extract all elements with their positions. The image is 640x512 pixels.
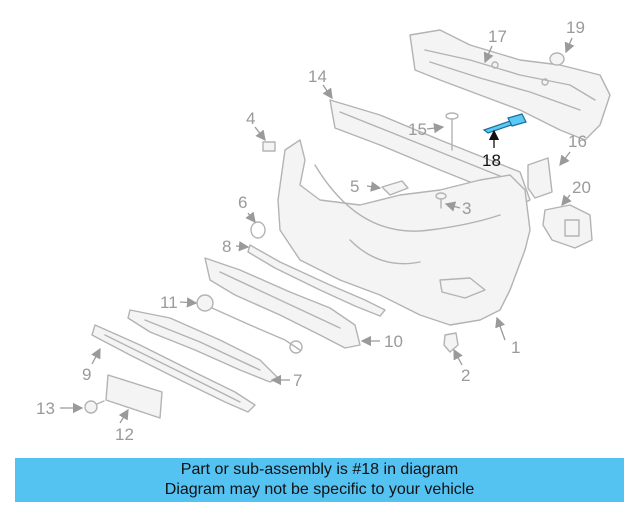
callout-6: 6 [238,193,247,212]
caption-line-2: Diagram may not be specific to your vehi… [164,481,475,498]
part-18-fastener [482,113,527,134]
callout-17: 17 [488,27,507,46]
part-10-lower-grille [204,257,361,349]
part-4-clip [262,141,276,152]
callout-3: 3 [462,199,471,218]
caption-line-1: Part or sub-assembly is #18 in diagram [180,461,459,478]
callout-14: 14 [308,67,327,86]
callout-4: 4 [246,109,255,128]
callout-11: 11 [160,293,178,312]
callout-20: 20 [572,178,591,197]
parts-diagram: 1 2 3 4 5 6 7 8 9 10 11 12 13 14 15 16 1… [36,18,611,444]
part-5-cover [381,180,409,196]
part-12-license-bracket [105,374,163,419]
part-2-clip [443,332,459,353]
callout-5: 5 [350,177,359,196]
callout-9: 9 [82,365,91,384]
callout-7: 7 [293,371,302,390]
callout-19: 19 [566,18,585,37]
part-7-lower-grille [127,309,279,383]
part-17-upper-support [409,29,611,141]
part-3-screw [435,192,447,209]
callout-13: 13 [36,399,55,418]
part-11-fog-trim [196,294,303,354]
part-1-bumper-cover [277,139,531,326]
part-19-clip [549,52,565,66]
callout-12: 12 [115,425,134,444]
callout-lines [60,37,575,424]
callout-15: 15 [408,120,427,139]
caption-banner: Part or sub-assembly is #18 in diagram D… [15,458,624,502]
part-15-pin [445,112,459,151]
part-8-grille-strip [247,244,386,317]
callout-10: 10 [384,332,403,351]
callout-1: 1 [511,338,520,357]
callout-8: 8 [222,237,231,256]
part-9-grille-frame [91,324,256,413]
callout-labels: 1 2 3 4 5 6 7 8 9 10 11 12 13 14 15 16 1… [36,18,591,444]
part-6-grommet [250,221,266,239]
part-20-sensor [542,204,593,249]
part-16-bracket [527,157,553,199]
callout-16: 16 [568,132,587,151]
part-13-bolt [84,400,105,414]
callout-18: 18 [482,151,501,170]
callout-2: 2 [461,366,470,385]
